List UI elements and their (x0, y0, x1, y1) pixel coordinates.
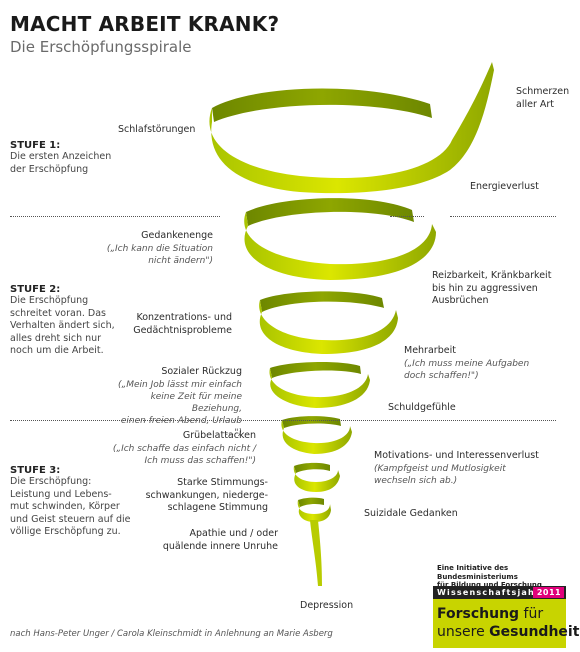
stage-divider-1-right-b (450, 216, 556, 217)
stage-3-desc-line: Die Erschöpfung: (10, 476, 92, 487)
logo-line-2-rest: unsere (437, 624, 490, 640)
label-rueckzug-quote: keine Zeit für meine Beziehung, (150, 391, 242, 414)
stage-3-desc-line: Leistung und Lebens- (10, 488, 112, 500)
stage-3-desc-line: völlige Erschöpfung zu. (10, 526, 121, 537)
stage-1-desc-line: Die ersten Anzeichen (10, 151, 112, 162)
stage-1-desc-line: der Erschöpfung (10, 163, 89, 175)
page-subtitle: Die Erschöpfungsspirale (10, 38, 192, 56)
stage-2-desc: Die Erschöpfung schreitet voran. Das Ver… (10, 295, 130, 358)
label-mehrarbeit: Mehrarbeit („Ich muss meine Aufgaben doc… (404, 345, 554, 382)
logo-year-badge (533, 587, 564, 598)
label-reizbarkeit: Reizbarkeit, Kränkbarkeit bis hin zu agg… (432, 270, 562, 308)
stage-3-desc-line: und Geist steuern auf die (10, 513, 131, 525)
stage-2-desc-line: alles dreht sich nur (10, 332, 102, 344)
stage-2-desc-line: schreitet voran. Das (10, 307, 106, 319)
label-gruebelattacken: Grübelattacken („Ich schaffe das einfach… (110, 430, 256, 467)
label-stimmung-line: schlagene Stimmung (167, 502, 268, 513)
logo-initiative-line: Eine Initiative des Bundesministeriums (437, 564, 518, 581)
label-motivation-quote: (Kampfgeist und Mutlosigkeit (374, 463, 506, 474)
label-mehrarbeit-title: Mehrarbeit (404, 345, 456, 356)
page-title: MACHT ARBEIT KRANK? (10, 12, 280, 36)
label-apathie-line: quälende innere Unruhe (162, 540, 278, 552)
label-reizbarkeit-line: Ausbrüchen (432, 295, 489, 306)
label-schlafstoerungen: Schlafstörungen (118, 124, 196, 135)
label-suizidal: Suizidale Gedanken (364, 508, 458, 519)
label-stimmung-line: Starke Stimmungs- (177, 477, 268, 488)
label-motivation-quote: wechseln sich ab.) (374, 475, 458, 486)
logo-line-1-rest: für (519, 606, 544, 622)
label-gedankenenge-title: Gedankenenge (141, 230, 213, 241)
label-apathie: Apathie und / oder quälende innere Unruh… (150, 528, 278, 553)
stage-divider-1 (10, 216, 220, 217)
label-reizbarkeit-line: Reizbarkeit, Kränkbarkeit (432, 270, 552, 281)
logo-line-1-bold: Forschung (437, 606, 520, 622)
label-schmerzen-line: aller Art (516, 98, 554, 110)
label-rueckzug-title: Sozialer Rückzug (161, 366, 242, 377)
label-konzentration-line: Gedächtnisprobleme (133, 324, 232, 336)
label-schmerzen: Schmerzen aller Art (516, 86, 576, 111)
stage-divider-2 (10, 420, 556, 421)
label-depression: Depression (300, 600, 354, 611)
logo-line-2: unsere Gesundheit (437, 624, 579, 640)
stage-2: STUFE 2: Die Erschöpfung schreitet voran… (10, 284, 130, 358)
label-gedankenenge-quote: („Ich kann die Situation (106, 243, 213, 254)
label-rueckzug-quote: („Mein Job lässt mir einfach (118, 379, 242, 390)
stage-2-desc-line: Die Erschöpfung (10, 295, 89, 306)
label-mehrarbeit-quote: („Ich muss meine Aufgaben (404, 358, 530, 369)
label-rueckzug-quote: einen freien Abend, Urlaub ...") (120, 415, 242, 438)
source-credit: nach Hans-Peter Unger / Carola Kleinschm… (10, 629, 333, 639)
stage-1-title: STUFE 1: (10, 140, 61, 151)
stage-divider-1-right-a (390, 216, 424, 217)
label-schmerzen-line: Schmerzen (516, 86, 570, 97)
label-schuldgefuehle: Schuldgefühle (388, 402, 456, 413)
stage-1-desc: Die ersten Anzeichen der Erschöpfung (10, 151, 130, 176)
stage-3: STUFE 3: Die Erschöpfung: Leistung und L… (10, 465, 140, 539)
logo-bar (433, 586, 566, 599)
label-reizbarkeit-line: bis hin zu aggressiven (432, 282, 538, 294)
logo-line-1: Forschung für (437, 606, 543, 622)
label-gedankenenge-quote: nicht ändern") (148, 255, 213, 266)
label-stimmung: Starke Stimmungs- schwankungen, niederge… (140, 477, 268, 515)
stage-2-desc-line: noch um die Arbeit. (10, 345, 104, 356)
label-sozialer-rueckzug: Sozialer Rückzug („Mein Job lässt mir ei… (110, 366, 242, 439)
spiral-back-bands (212, 88, 432, 507)
logo-wissenschaftsjahr: Wissenschaftsjahr (437, 588, 541, 597)
logo-year: 2011 (536, 588, 562, 597)
label-gruebel-quote: Ich muss das schaffen!") (144, 455, 256, 466)
spiral-front-bands (209, 62, 494, 586)
stage-2-title: STUFE 2: (10, 284, 61, 295)
label-mehrarbeit-quote: doch schaffen!") (404, 370, 479, 381)
logo-initiative-line: für Bildung und Forschung (437, 581, 542, 589)
label-konzentration-line: Konzentrations- und (136, 312, 232, 323)
stage-3-desc: Die Erschöpfung: Leistung und Lebens- mu… (10, 476, 140, 539)
label-motivation: Motivations- und Interessenverlust (Kamp… (374, 450, 564, 487)
stage-2-desc-line: Verhalten ändert sich, (10, 320, 115, 331)
stage-3-desc-line: mut schwinden, Körper (10, 501, 120, 512)
label-gruebel-quote: („Ich schaffe das einfach nicht / (112, 443, 256, 454)
label-motivation-title: Motivations- und Interessenverlust (374, 450, 539, 461)
logo-line-2-bold: Gesundheit (489, 624, 580, 640)
stage-1: STUFE 1: Die ersten Anzeichen der Erschö… (10, 140, 130, 176)
label-stimmung-line: schwankungen, niederge- (145, 489, 268, 501)
stage-3-title: STUFE 3: (10, 465, 61, 476)
label-energieverlust: Energieverlust (470, 181, 539, 192)
label-gruebel-title: Grübelattacken (182, 430, 256, 441)
label-gedankenenge: Gedankenenge („Ich kann die Situation ni… (80, 230, 213, 267)
logo-initiative-text: Eine Initiative des Bundesministeriums f… (437, 564, 577, 590)
label-apathie-line: Apathie und / oder (189, 528, 278, 539)
label-konzentration: Konzentrations- und Gedächtnisprobleme (110, 312, 232, 337)
